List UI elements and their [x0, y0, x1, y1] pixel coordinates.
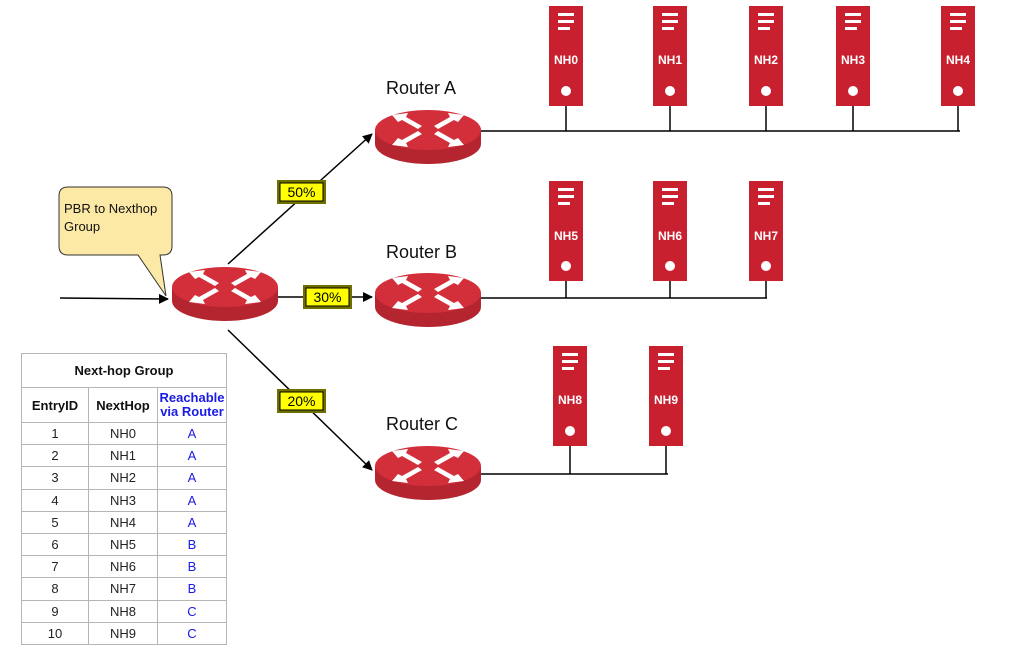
share-b-label: 30% [313, 289, 341, 305]
share-box-c: 20% [277, 389, 326, 413]
router-ref: B [157, 577, 227, 601]
server-nh1-label: NH1 [658, 53, 682, 67]
entry-id: 4 [21, 488, 89, 512]
server-nh6-label: NH6 [658, 229, 682, 243]
server-nh7: NH7 [749, 181, 783, 281]
router-ref: A [157, 466, 227, 490]
pbr-router-icon [172, 267, 278, 321]
nexthop: NH4 [88, 510, 158, 534]
server-nh3-label: NH3 [841, 53, 865, 67]
header-entryid: EntryID [21, 387, 89, 423]
server-nh5-label: NH5 [554, 229, 578, 243]
router-c-icon [375, 446, 481, 500]
server-nh4: NH4 [941, 6, 975, 106]
share-box-b: 30% [303, 285, 352, 309]
server-nh0: NH0 [549, 6, 583, 106]
entry-id: 6 [21, 532, 89, 557]
server-nh3: NH3 [836, 6, 870, 106]
entry-id: 1 [21, 421, 89, 446]
router-c-label: Router C [386, 414, 458, 434]
nexthop: NH9 [88, 621, 158, 645]
nexthop: NH6 [88, 555, 158, 579]
router-b-icon [375, 273, 481, 327]
router-ref: B [157, 555, 227, 579]
router-ref: A [157, 444, 227, 468]
router-b-label: Router B [386, 242, 457, 262]
entry-id: 2 [21, 444, 89, 468]
router-ref: B [157, 532, 227, 557]
server-nh8: NH8 [553, 346, 587, 446]
server-nh4-label: NH4 [946, 53, 970, 67]
server-nh0-label: NH0 [554, 53, 578, 67]
server-nh6: NH6 [653, 181, 687, 281]
server-nh2: NH2 [749, 6, 783, 106]
router-ref: C [157, 621, 227, 645]
share-a-label: 50% [287, 184, 315, 200]
router-ref: A [157, 488, 227, 512]
server-nh8-label: NH8 [558, 393, 582, 407]
nexthop: NH0 [88, 421, 158, 446]
server-nh9: NH9 [649, 346, 683, 446]
nexthop: NH7 [88, 577, 158, 601]
router-a-label: Router A [386, 78, 456, 98]
nexthop: NH8 [88, 599, 158, 623]
callout-line-1: PBR to Nexthop [64, 201, 157, 216]
entry-id: 7 [21, 555, 89, 579]
nexthop: NH2 [88, 466, 158, 490]
share-box-a: 50% [277, 180, 326, 204]
router-ref: A [157, 421, 227, 446]
router-ref: C [157, 599, 227, 623]
entry-id: 8 [21, 577, 89, 601]
ingress-arrow [59, 293, 169, 304]
server-nh7-label: NH7 [754, 229, 778, 243]
callout-line-2: Group [64, 219, 100, 234]
entry-id: 3 [21, 466, 89, 490]
server-nh9-label: NH9 [654, 393, 678, 407]
next-hop-group-table: Next-hop Group EntryID NextHop Reachable… [21, 353, 227, 645]
server-nh2-label: NH2 [754, 53, 778, 67]
header-reachable-via: Reachable via Router [157, 387, 227, 423]
nexthop: NH3 [88, 488, 158, 512]
entry-id: 10 [21, 621, 89, 645]
server-nh1: NH1 [653, 6, 687, 106]
entry-id: 9 [21, 599, 89, 623]
table-title: Next-hop Group [21, 353, 227, 388]
entry-id: 5 [21, 510, 89, 534]
share-c-label: 20% [287, 393, 315, 409]
header-nexthop: NextHop [88, 387, 158, 423]
nexthop: NH1 [88, 444, 158, 468]
pbr-callout: PBR to Nexthop Group [58, 186, 173, 297]
router-a-icon [375, 110, 481, 164]
router-ref: A [157, 510, 227, 534]
nexthop: NH5 [88, 532, 158, 557]
server-nh5: NH5 [549, 181, 583, 281]
